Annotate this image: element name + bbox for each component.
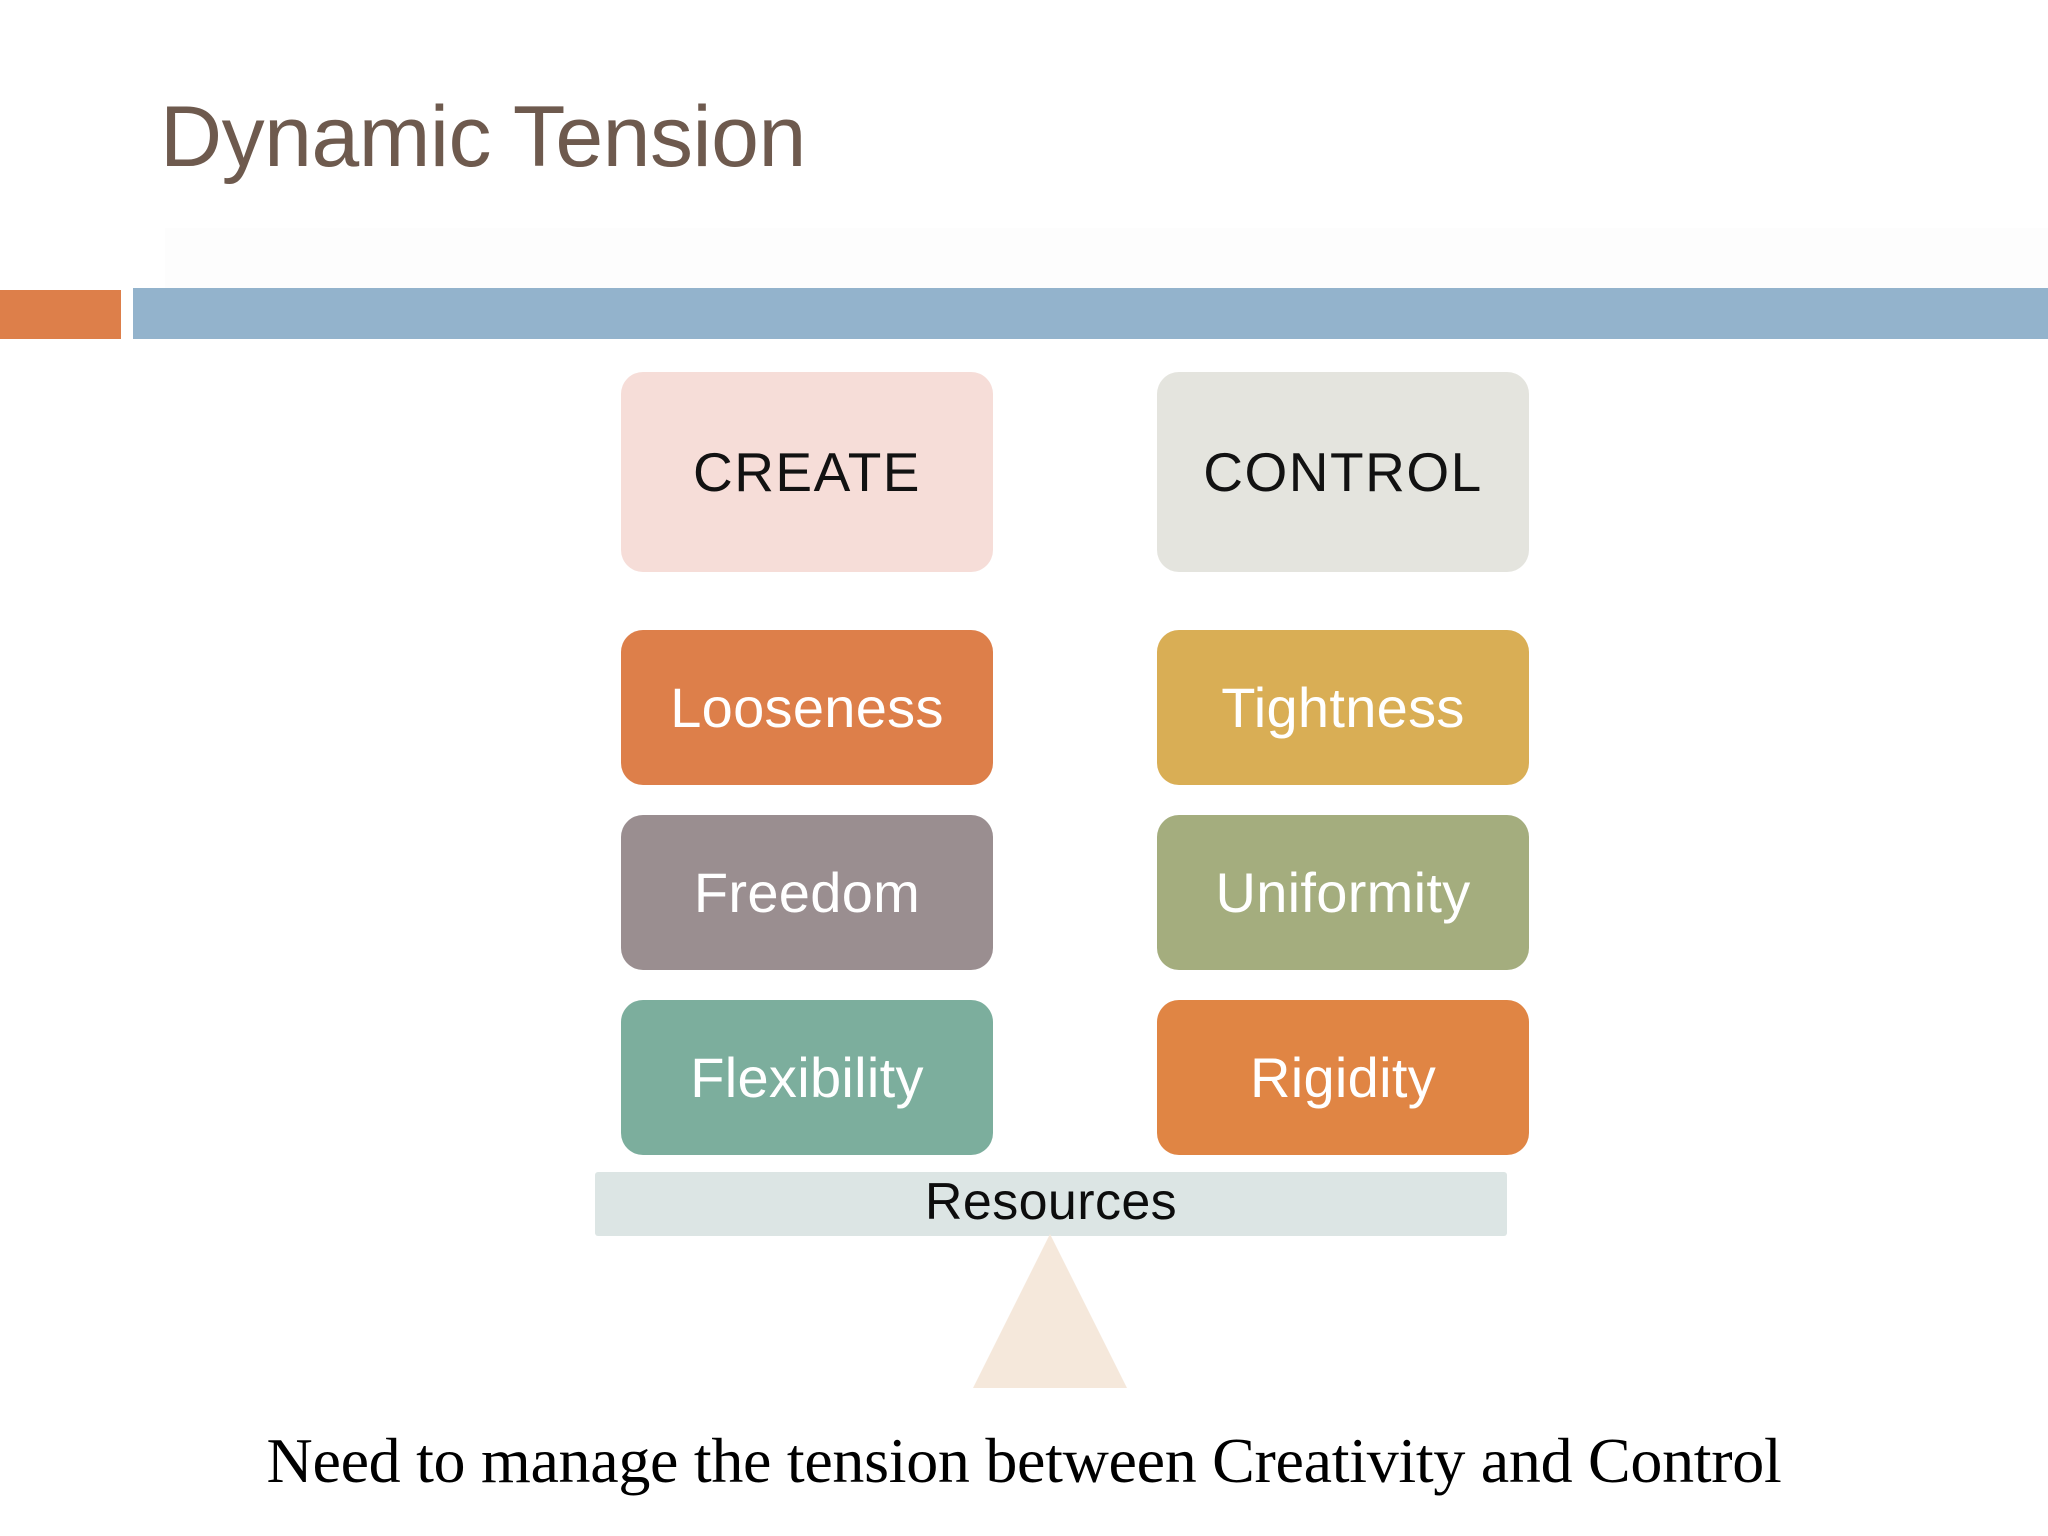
attribute-box-flexibility-label: Flexibility [690, 1046, 924, 1109]
attribute-box-looseness[interactable]: Looseness [621, 630, 993, 785]
slide-caption: Need to manage the tension between Creat… [266, 1425, 1782, 1496]
page-title: Dynamic Tension [160, 89, 806, 185]
attribute-box-tightness-label: Tightness [1221, 676, 1465, 739]
attribute-box-flexibility[interactable]: Flexibility [621, 1000, 993, 1155]
header-divider-bar [133, 288, 2048, 339]
accent-square [0, 290, 121, 339]
attribute-box-freedom-label: Freedom [693, 861, 921, 924]
attribute-box-rigidity[interactable]: Rigidity [1157, 1000, 1529, 1155]
column-header-create[interactable]: CREATE [621, 372, 993, 572]
attribute-box-tightness[interactable]: Tightness [1157, 630, 1529, 785]
column-header-create-label: CREATE [692, 441, 921, 503]
attribute-box-rigidity-label: Rigidity [1249, 1046, 1436, 1109]
attribute-box-uniformity-label: Uniformity [1215, 861, 1471, 924]
resources-beam[interactable]: Resources [595, 1172, 1507, 1236]
fulcrum-triangle-icon [973, 1234, 1127, 1388]
attribute-box-freedom[interactable]: Freedom [621, 815, 993, 970]
resources-beam-label: Resources [924, 1173, 1178, 1231]
title-underline-panel [165, 228, 2048, 288]
column-header-control[interactable]: CONTROL [1157, 372, 1529, 572]
attribute-box-uniformity[interactable]: Uniformity [1157, 815, 1529, 970]
attribute-box-looseness-label: Looseness [670, 676, 944, 739]
column-header-control-label: CONTROL [1203, 441, 1483, 503]
